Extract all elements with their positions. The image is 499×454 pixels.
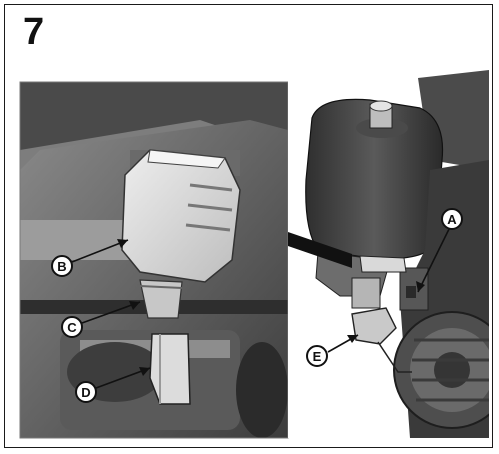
step-number: 7 <box>23 11 45 53</box>
callout-B-label: B <box>57 259 66 274</box>
callout-D-label: D <box>81 385 90 400</box>
callout-D: D <box>75 381 97 403</box>
callout-E-label: E <box>313 349 322 364</box>
zoom-connector <box>288 232 352 268</box>
callout-B: B <box>51 255 73 277</box>
callout-A-label: A <box>447 212 457 227</box>
detail-photo-left <box>20 82 288 438</box>
callout-E: E <box>306 345 328 367</box>
leader-arrowheads <box>117 239 425 376</box>
callout-A: A <box>441 208 463 230</box>
engine-photo-right <box>288 70 489 438</box>
callout-C-label: C <box>67 320 77 335</box>
callout-C: C <box>61 316 83 338</box>
